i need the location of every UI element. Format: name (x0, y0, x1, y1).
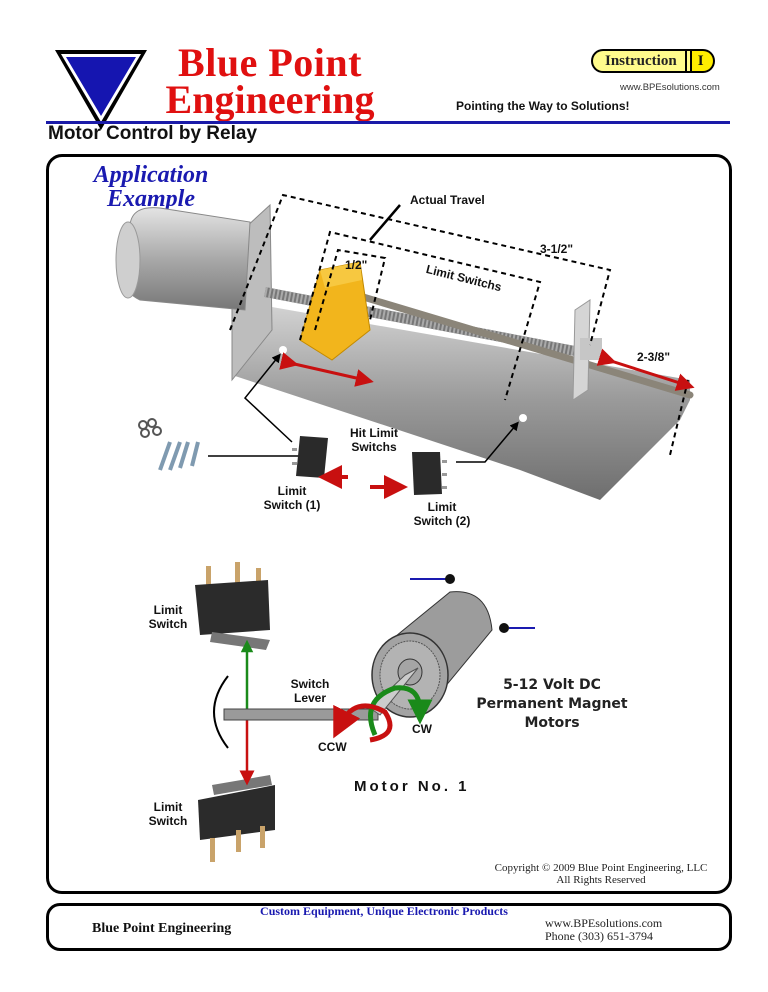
switch2-leader-arrow (456, 421, 519, 463)
limit-switch-1-photo (292, 436, 328, 478)
copyright-line-1: Copyright © 2009 Blue Point Engineering,… (494, 862, 708, 874)
logo-triangle-icon (55, 50, 147, 130)
dimension-lines (229, 193, 689, 456)
hit-limit-line-2: Switchs (351, 440, 397, 454)
actual-travel-leader (369, 204, 401, 241)
label-cw: CW (412, 722, 432, 736)
footer-panel (46, 903, 732, 951)
label-limit-switch-2: Limit Switch (2) (402, 500, 482, 528)
badge-letter: I (691, 49, 715, 73)
dc-motor-illustration (369, 574, 535, 718)
motor-number-label: Motor No. 1 (354, 778, 470, 795)
ccw-rotation-arrow (333, 703, 393, 743)
top-switch-line-1: Limit (153, 603, 183, 617)
footer-tagline: Custom Equipment, Unique Electronic Prod… (260, 904, 508, 918)
lever-line-2: Lever (293, 691, 327, 705)
switch2-line-2: Switch (2) (413, 514, 471, 528)
label-actual-travel: Actual Travel (410, 193, 485, 207)
hit-limit-line-1: Hit Limit (350, 426, 398, 440)
page-title: Motor Control by Relay (48, 123, 258, 144)
instruction-badge: Instruction I (591, 49, 715, 73)
label-ccw: CCW (318, 740, 347, 754)
label-limit-switch-1: Limit Switch (1) (252, 484, 332, 512)
motor-desc-line-1: 5-12 Volt DC (503, 677, 601, 693)
header-divider (46, 121, 730, 124)
switch2-line-1: Limit (427, 500, 457, 514)
motor-desc-line-2: Permanent Magnet (476, 696, 628, 712)
block-travel-arrow (279, 352, 374, 387)
label-total-length: 3-1/2" (540, 242, 574, 256)
label-block-width: 1/2" (345, 258, 368, 272)
switch1-line-1: Limit (277, 484, 307, 498)
copyright-notice: Copyright © 2009 Blue Point Engineering,… (470, 862, 732, 886)
badge-label: Instruction (591, 49, 685, 73)
lever-line-1: Switch (290, 677, 330, 691)
label-top-limit-switch: Limit Switch (140, 603, 196, 631)
footer-contact: www.BPEsolutions.com Phone (303) 651-379… (545, 917, 662, 943)
lever-swing-arc (213, 675, 229, 749)
bottom-switch-line-2: Switch (148, 814, 188, 828)
linear-actuator-photo (115, 203, 694, 500)
motor-desc-line-3: Motors (524, 715, 580, 731)
app-title-line-2: Example (107, 186, 195, 212)
header-tagline: Pointing the Way to Solutions! (456, 99, 630, 113)
top-switch-line-2: Switch (148, 617, 188, 631)
footer-brand: Blue Point Engineering (92, 921, 232, 936)
bottom-switch-line-1: Limit (153, 800, 183, 814)
application-example-title: Application Example (76, 163, 226, 211)
copyright-line-2: All Rights Reserved (556, 874, 646, 886)
top-limit-switch-photo (195, 562, 270, 650)
label-shaft-extension: 2-3/8" (637, 350, 671, 364)
footer-phone: Phone (303) 651-3794 (545, 929, 653, 943)
label-hit-limit-switchs: Hit Limit Switchs (340, 426, 408, 454)
brand-logo-text: Blue Point Engineering (155, 40, 385, 122)
label-bottom-limit-switch: Limit Switch (140, 800, 196, 828)
brand-line-1: Blue Point (178, 40, 362, 85)
brand-line-2: Engineering (165, 77, 375, 122)
switch1-line-2: Switch (1) (263, 498, 321, 512)
bottom-limit-switch-photo (198, 775, 275, 862)
motor-description: 5-12 Volt DC Permanent Magnet Motors (462, 676, 642, 733)
content-panel (46, 154, 732, 894)
header-website-link[interactable]: www.BPEsolutions.com (620, 82, 720, 93)
app-title-line-1: Application (93, 162, 209, 188)
badge-divider (684, 49, 692, 73)
mounting-hardware-icon (138, 418, 200, 471)
label-switch-lever: Switch Lever (282, 677, 338, 705)
cw-rotation-arrow (368, 685, 433, 736)
limit-switch-2-photo (412, 452, 447, 495)
footer-website-link[interactable]: www.BPEsolutions.com (545, 916, 663, 930)
shaft-extension-arrow (596, 348, 695, 391)
switch1-leader-arrow (243, 353, 293, 443)
